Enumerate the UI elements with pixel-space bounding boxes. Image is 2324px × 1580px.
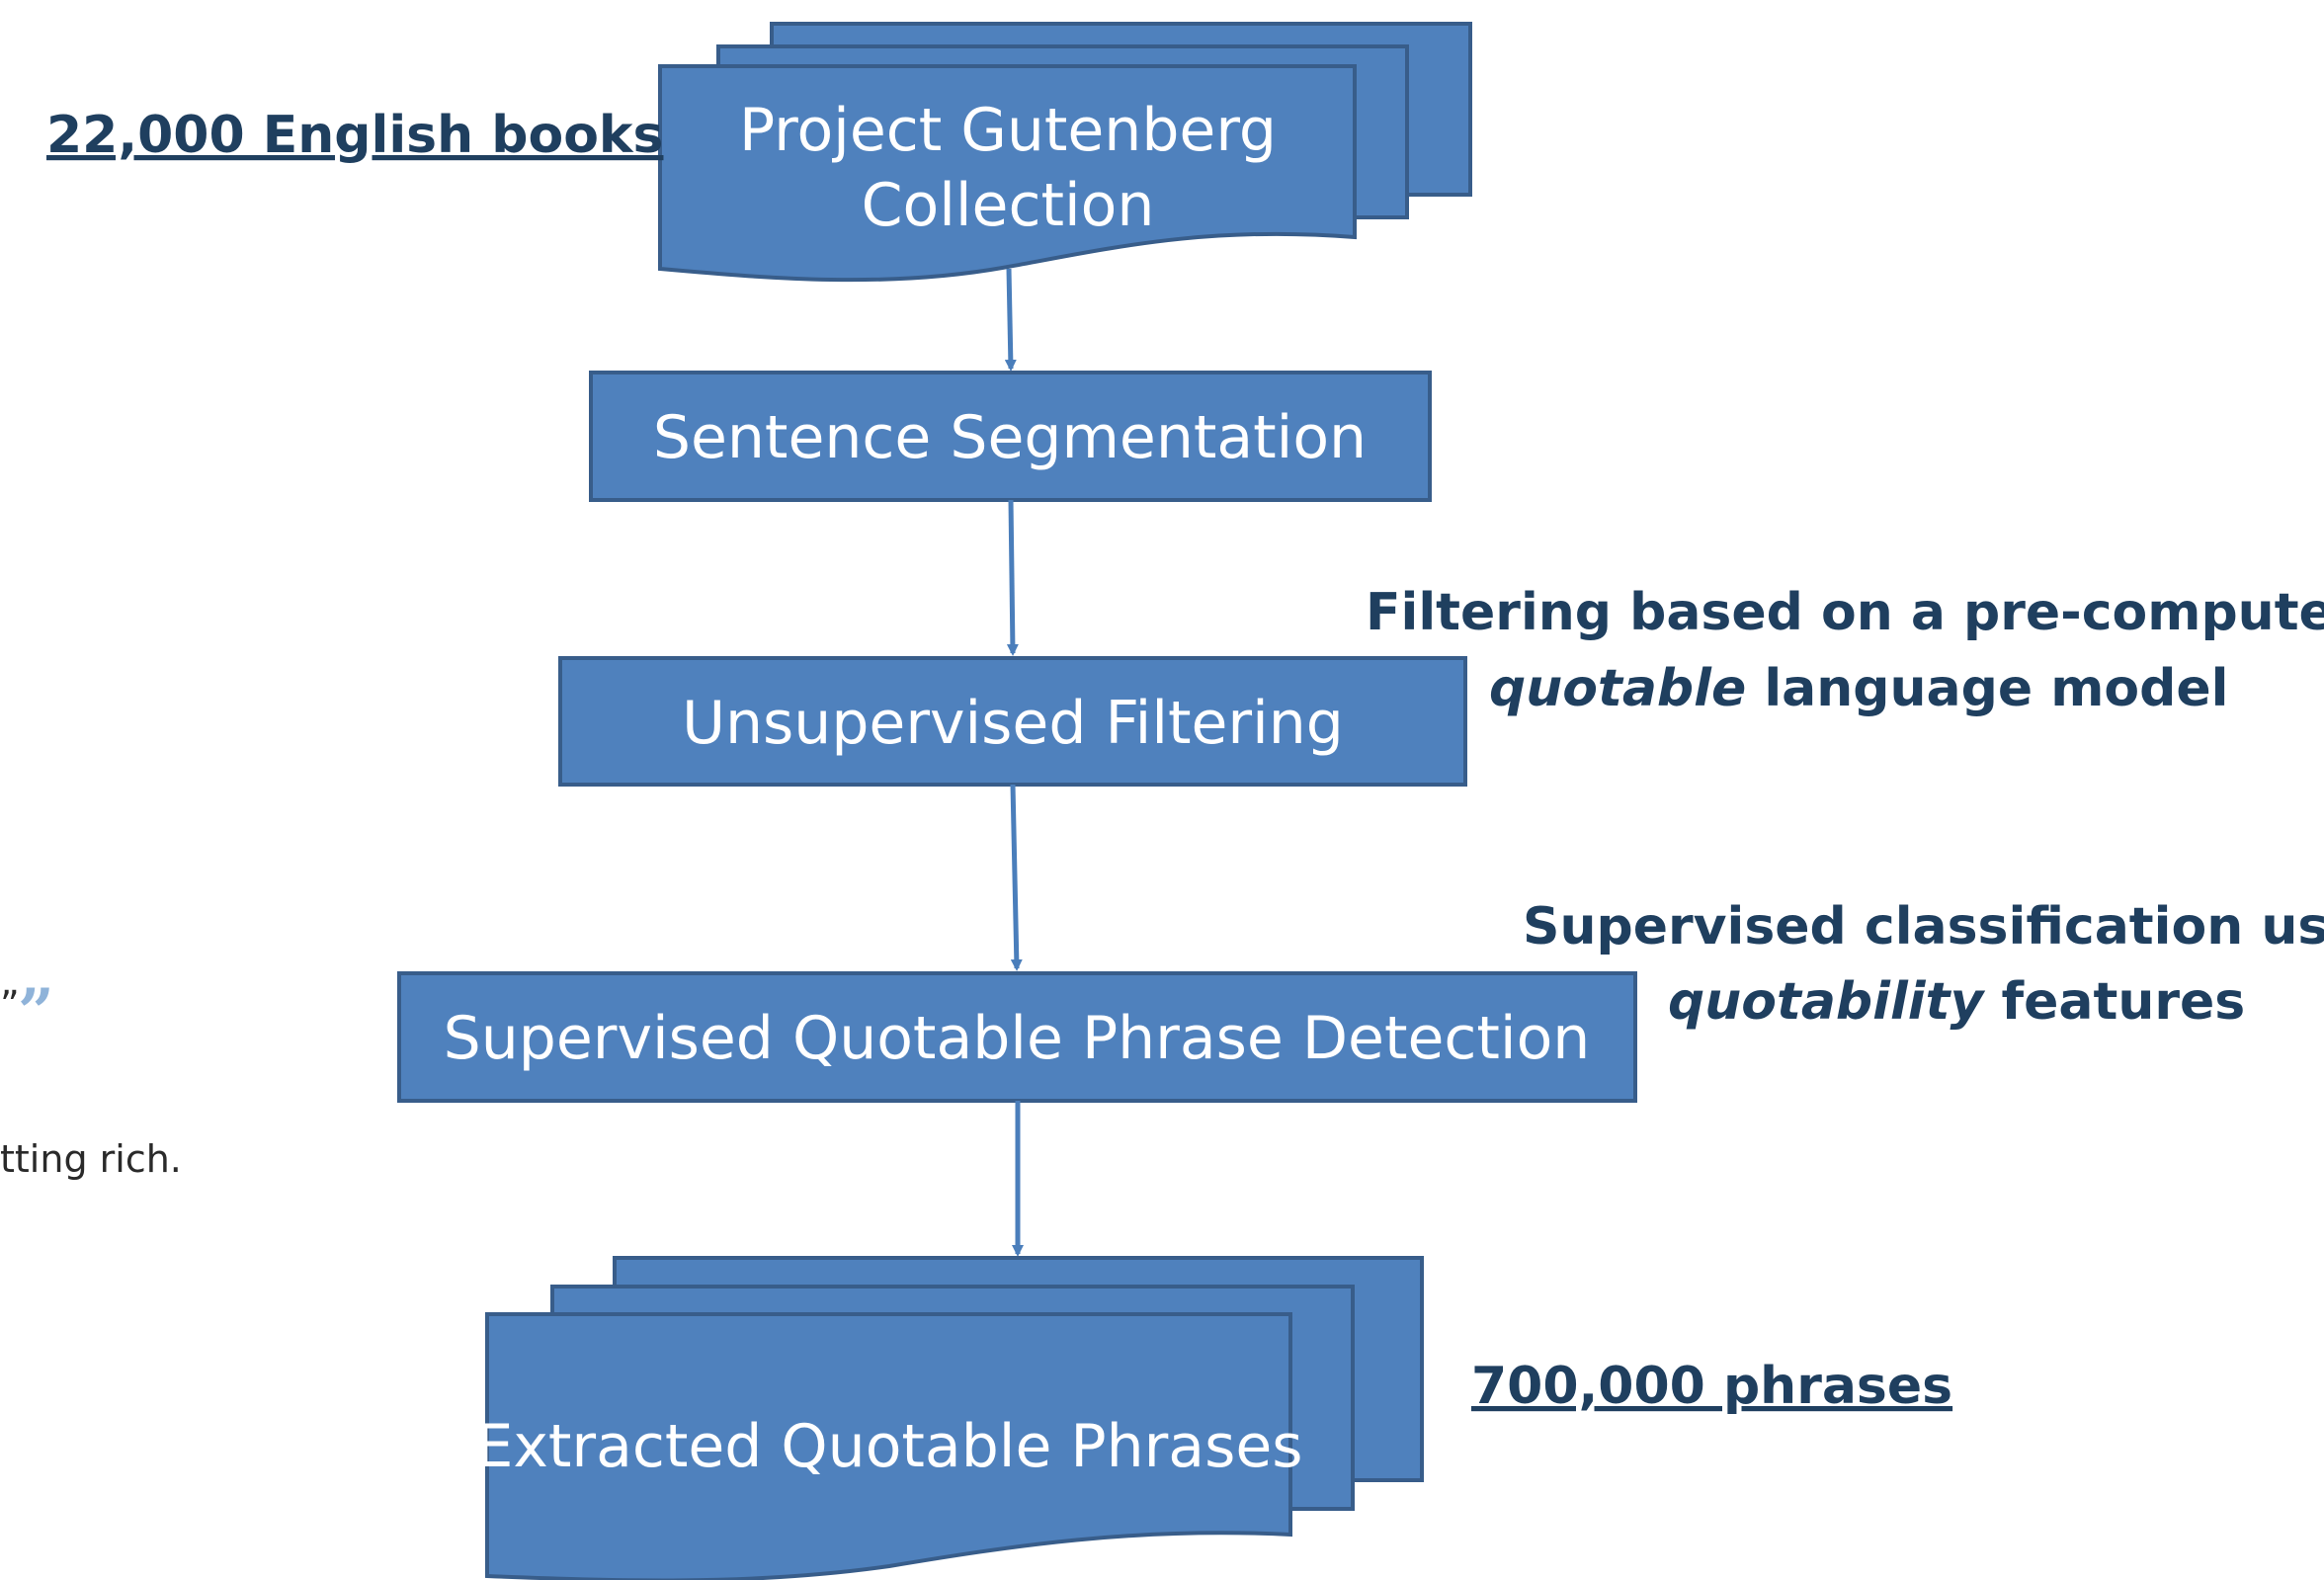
output-label: Extracted Quotable Phrases	[475, 1412, 1302, 1481]
arrow-source-to-segmentation	[1004, 268, 1017, 372]
background-text-fragment: tting rich.	[0, 1137, 182, 1181]
segmentation-label: Sentence Segmentation	[653, 403, 1367, 472]
source-label-line2: Collection	[862, 171, 1155, 240]
classification-annotation-line2: quotability features	[1668, 972, 2245, 1032]
classification-annotation-suffix: features	[1983, 972, 2245, 1032]
arrow-segmentation-to-unsupervised	[1006, 499, 1019, 656]
segmentation-box: Sentence Segmentation	[589, 371, 1432, 502]
source-label-line1: Project Gutenberg	[739, 96, 1277, 165]
output-count-annotation: 700,000 phrases	[1471, 1357, 1952, 1416]
classification-annotation-italic: quotability	[1668, 972, 1985, 1032]
arrow-unsupervised-to-supervised	[1010, 784, 1023, 971]
classification-annotation-line1: Supervised classification using	[1523, 897, 2324, 956]
source-document-stack: Project Gutenberg Collection	[658, 22, 1472, 283]
unsupervised-filtering-label: Unsupervised Filtering	[682, 689, 1344, 758]
filtering-annotation-line2: quotable language model	[1489, 659, 2228, 718]
unsupervised-filtering-box: Unsupervised Filtering	[558, 656, 1467, 787]
supervised-detection-label: Supervised Quotable Phrase Detection	[444, 1004, 1591, 1073]
filtering-annotation-italic: quotable	[1489, 659, 1746, 718]
background-quote-mark: ”	[0, 983, 20, 1027]
output-document-stack: Extracted Quotable Phrases	[475, 1256, 1424, 1580]
supervised-detection-box: Supervised Quotable Phrase Detection	[397, 971, 1637, 1103]
background-closing-quote-icon: ”	[18, 975, 54, 1049]
filtering-annotation-suffix: language model	[1746, 659, 2228, 718]
filtering-annotation-line1: Filtering based on a pre-computed	[1366, 583, 2324, 642]
source-count-annotation: 22,000 English books	[46, 106, 663, 165]
